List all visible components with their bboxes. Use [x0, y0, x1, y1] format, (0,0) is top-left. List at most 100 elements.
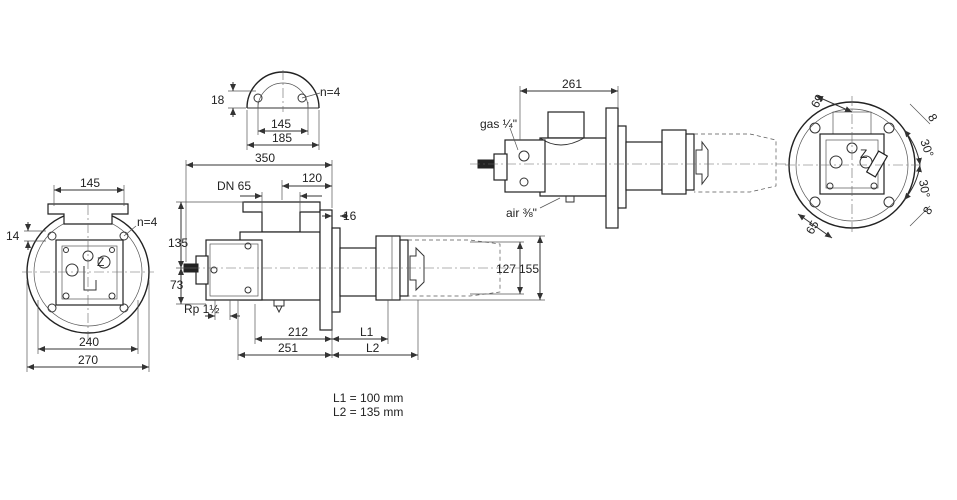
front-z-letter: Z	[97, 255, 104, 269]
rs-port	[519, 177, 529, 187]
side-dim-350: 350	[255, 151, 275, 165]
rs-nozzle	[695, 140, 709, 186]
front-valve-inner	[61, 245, 118, 300]
angle-arc	[903, 164, 922, 201]
rear-dim-69: 69	[808, 92, 827, 111]
rs-port	[518, 150, 530, 162]
bolt-hole	[119, 231, 129, 241]
valve-channel	[83, 266, 97, 291]
rs-mount-flange	[605, 107, 619, 229]
front-view: Z 145 n=4 14 240 270	[6, 176, 158, 372]
rear-port	[829, 155, 843, 169]
screw	[826, 182, 834, 190]
bolt-hole	[297, 93, 307, 103]
side-dim-212: 212	[288, 325, 308, 339]
rs-connector	[493, 153, 508, 181]
valve-port	[65, 263, 79, 277]
dimension-notes: L1 = 100 mm L2 = 135 mm	[333, 391, 403, 419]
side-rp: Rp 1½	[184, 302, 219, 316]
rs-mount-collar	[617, 125, 627, 209]
side-view: 350 120 DN 65 16 135 73 Rp 1½ 212	[168, 151, 545, 360]
screw	[244, 286, 252, 294]
leader	[539, 197, 561, 209]
screw	[109, 247, 115, 253]
flange-n4: n=4	[320, 85, 341, 99]
side-mount-flange	[319, 209, 333, 331]
flange-dim-18: 18	[211, 93, 225, 107]
burner-nozzle	[409, 246, 425, 292]
rear-dim-8-bottom: 8	[920, 204, 936, 217]
angle-arc	[903, 129, 922, 166]
rs-head-base	[685, 133, 695, 191]
side-top-flange	[242, 201, 321, 233]
bolt-hole	[883, 122, 895, 134]
rear-connector	[865, 150, 889, 178]
side-dim-127: 127	[496, 262, 516, 276]
rs-air-label: air ⅜"	[506, 206, 537, 220]
ext-line	[909, 103, 931, 125]
front-dim-14: 14	[6, 229, 20, 243]
rear-dim-65: 65	[803, 218, 822, 237]
front-dim-270: 270	[78, 353, 98, 367]
front-dim-145: 145	[80, 176, 100, 190]
rs-burner-tube	[625, 141, 663, 191]
screw	[210, 266, 218, 274]
dim-line	[797, 213, 833, 239]
side-dim-120: 120	[302, 171, 322, 185]
rs-valve-block	[504, 139, 546, 193]
leader	[301, 92, 321, 99]
rear-view: Z 69 8 30° 30° 8 65	[785, 92, 941, 239]
side-dn65: DN 65	[217, 179, 251, 193]
rear-dim-8-top: 8	[925, 111, 941, 124]
screw	[244, 242, 252, 250]
dim-line	[815, 95, 853, 113]
rs-body	[539, 137, 607, 197]
side-dim-155: 155	[519, 262, 539, 276]
valve-port	[97, 255, 111, 269]
bolt-hole	[47, 231, 57, 241]
ext-line	[909, 205, 931, 227]
side-dim-251: 251	[278, 341, 298, 355]
rs-burner-ring	[661, 129, 687, 195]
side-dim-16: 16	[343, 209, 357, 223]
note-l2: L2 = 135 mm	[333, 405, 403, 419]
front-n4: n=4	[137, 215, 158, 229]
side-mount-collar	[331, 227, 341, 313]
screw	[870, 182, 878, 190]
bolt-hole	[883, 196, 895, 208]
bolt-hole	[47, 303, 57, 313]
flange-dim-145: 145	[271, 117, 291, 131]
ceramic-tube	[408, 239, 501, 297]
rear-angle-30a: 30°	[917, 137, 936, 159]
bolt-hole	[809, 122, 821, 134]
side-valve-block	[205, 239, 263, 301]
flange-dim-185: 185	[272, 131, 292, 145]
side-valve-inner	[209, 243, 259, 297]
rs-gas-inlet	[547, 111, 585, 139]
side-l1: L1	[360, 325, 374, 339]
rs-dim-261: 261	[562, 77, 582, 91]
front-dim-240: 240	[79, 335, 99, 349]
leader	[509, 127, 519, 151]
leader	[123, 225, 137, 237]
side-dim-73: 73	[170, 278, 184, 292]
air-nipple-tip	[275, 305, 283, 314]
bolt-hole	[253, 93, 263, 103]
rs-gas-label: gas ¼"	[480, 117, 517, 131]
screw	[62, 292, 70, 300]
side-l2: L2	[366, 341, 380, 355]
screw	[63, 247, 69, 253]
side-dim-135: 135	[168, 236, 188, 250]
rs-ceramic-tube	[694, 133, 777, 193]
bolt-hole	[119, 303, 129, 313]
rear-z-letter: Z	[860, 147, 867, 161]
rear-angle-30b: 30°	[916, 179, 933, 199]
screw	[108, 292, 116, 300]
note-l1: L1 = 100 mm	[333, 391, 403, 405]
rs-air-nipple	[565, 196, 575, 203]
burner-tube	[339, 247, 377, 297]
bolt-hole	[809, 196, 821, 208]
air-nipple	[273, 300, 285, 307]
flange-top-view: 18 n=4 145 185	[211, 70, 341, 150]
